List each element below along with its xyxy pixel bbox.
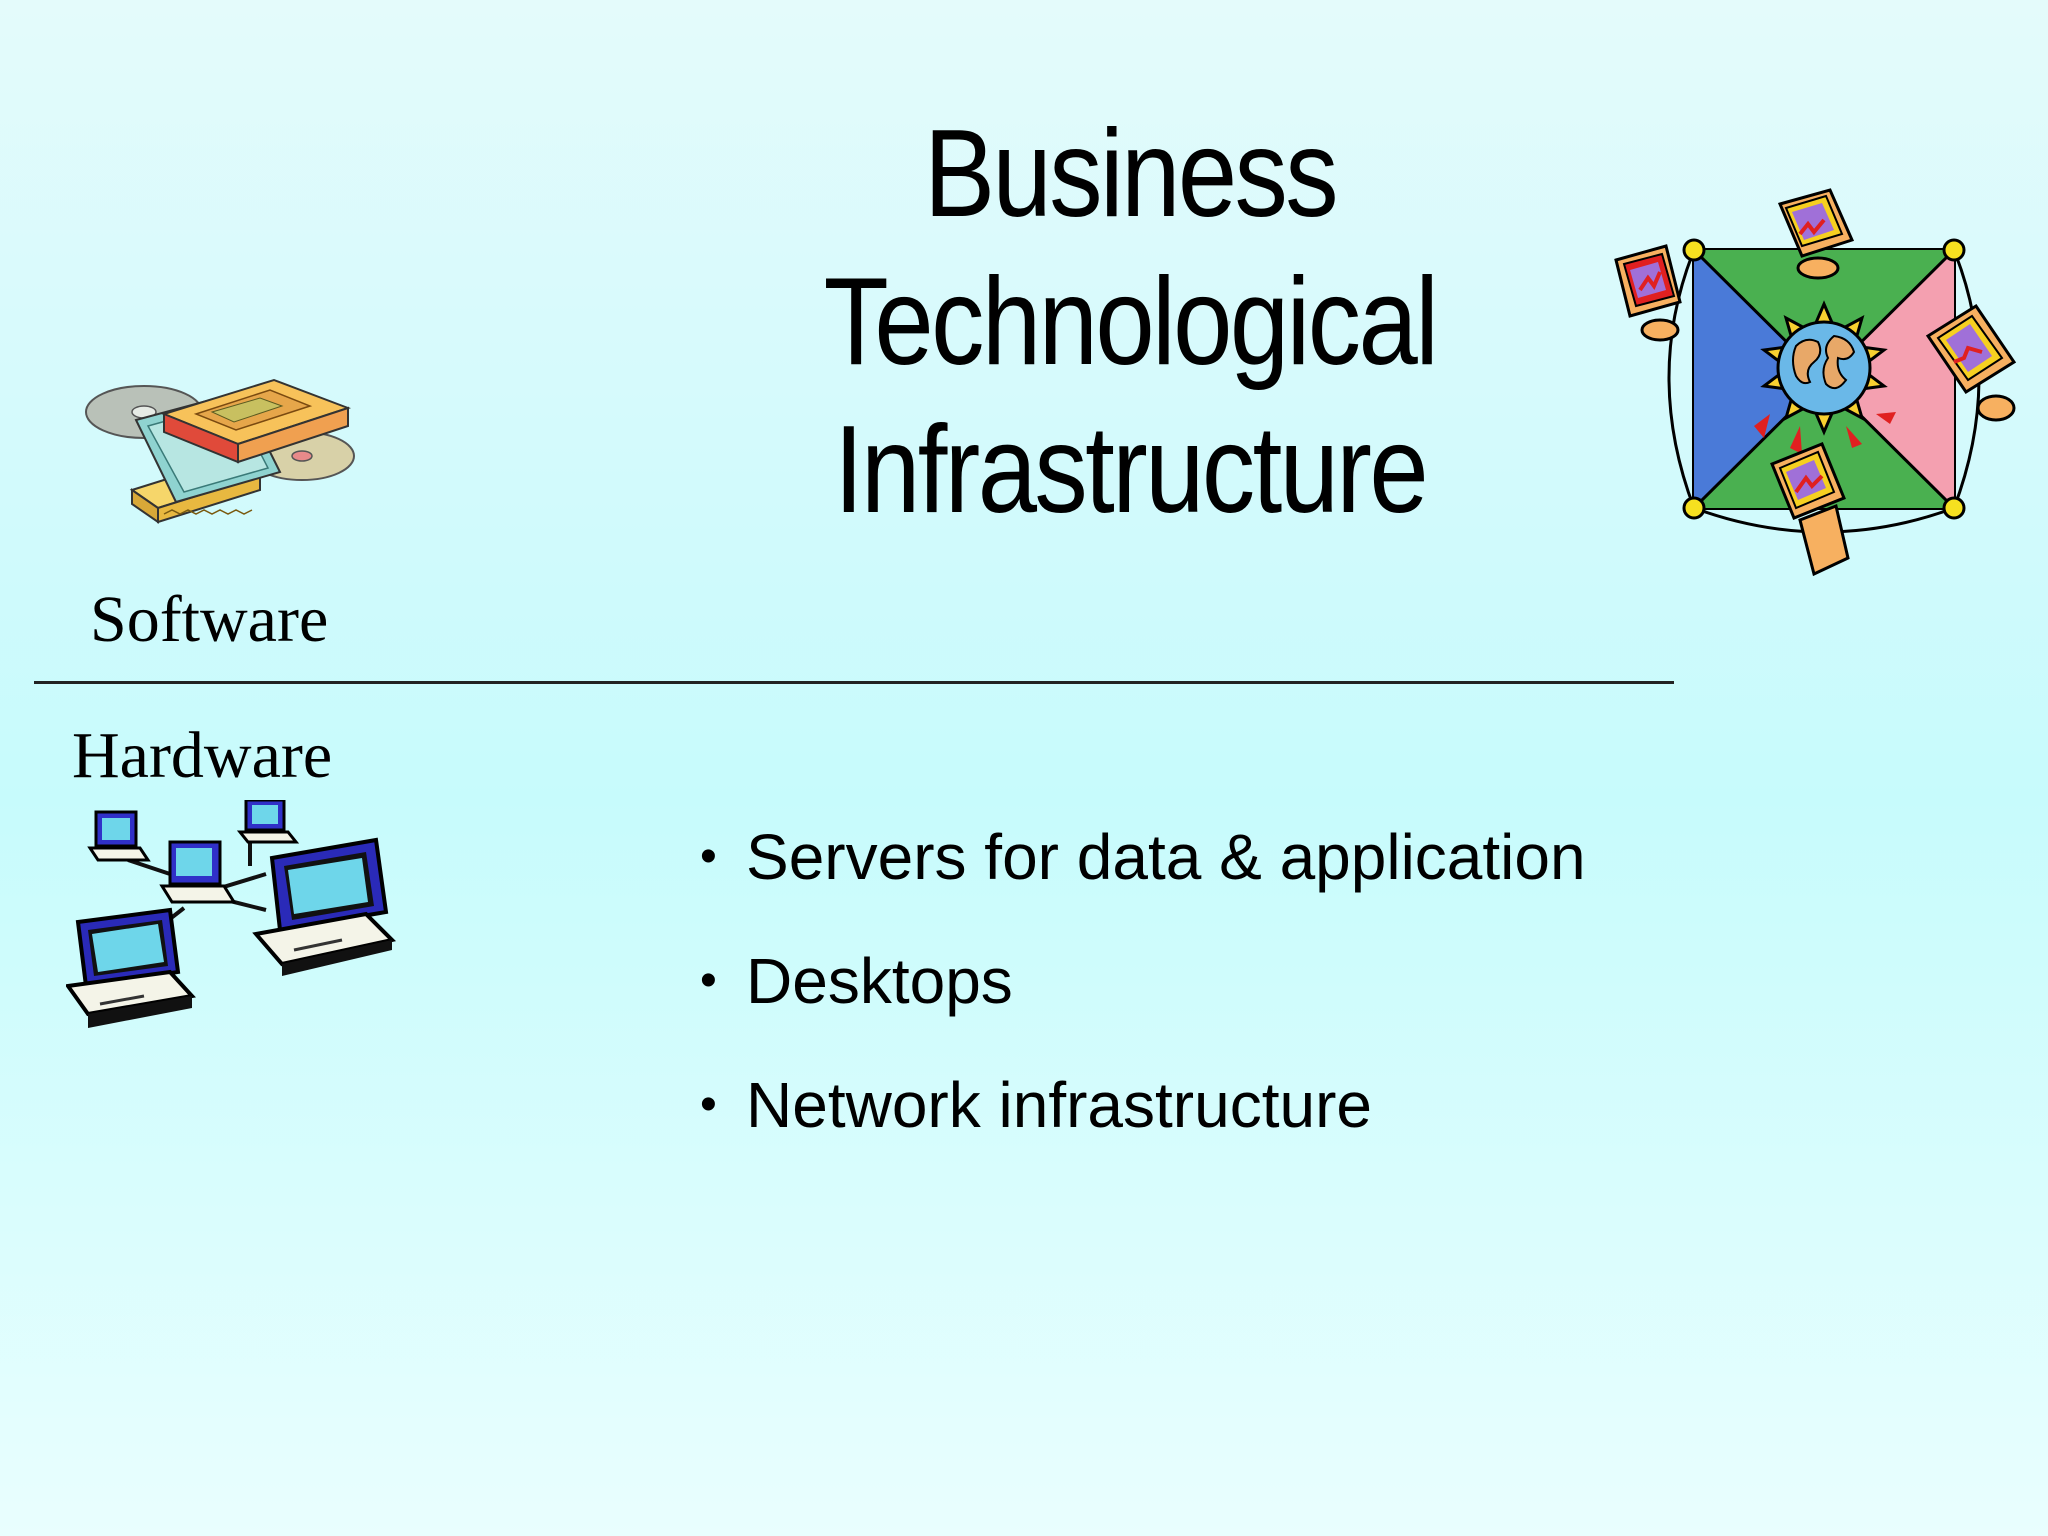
bullet-glyph: • <box>700 1078 717 1131</box>
globe-network-computers-icon <box>1604 186 2024 592</box>
hardware-label: Hardware <box>72 719 333 792</box>
bullet-item-servers: • Servers for data & application <box>700 818 1586 942</box>
bullet-text: Network infrastructure <box>746 1069 1372 1141</box>
software-boxes-discs-icon <box>84 372 364 544</box>
slide-title-line-1: Business Technological <box>823 105 1439 391</box>
bullet-item-desktops: • Desktops <box>700 942 1586 1066</box>
slide-title: Business Technological Infrastructure <box>640 100 1620 544</box>
software-hardware-divider <box>34 681 1674 684</box>
bullet-list: • Servers for data & application • Desktop… <box>700 818 1586 1190</box>
bullet-text: Servers for data & application <box>746 821 1586 893</box>
networked-computers-icon <box>64 798 398 1036</box>
software-label: Software <box>90 583 329 656</box>
slide-title-line-2: Infrastructure <box>833 401 1429 539</box>
bullet-glyph: • <box>700 954 717 1007</box>
bullet-item-network: • Network infrastructure <box>700 1066 1586 1190</box>
bullet-text: Desktops <box>746 945 1013 1017</box>
bullet-glyph: • <box>700 830 717 883</box>
